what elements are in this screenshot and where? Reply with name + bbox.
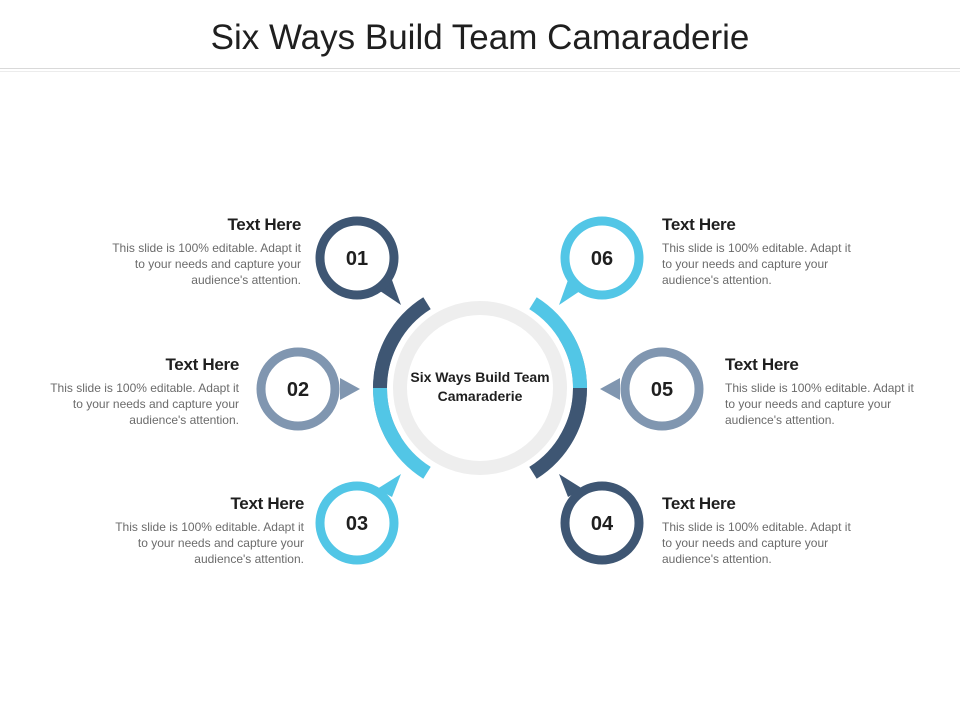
node-ring-02 (256, 347, 340, 431)
title-divider (0, 68, 960, 69)
slide-title: Six Ways Build Team Camaraderie (210, 18, 750, 57)
node-number-06: 06 (591, 248, 613, 270)
item-06-heading: Text Here (662, 215, 736, 234)
item-02-text: Text Here This slide is 100% editable. A… (39, 355, 239, 428)
item-06-body: This slide is 100% editable. Adapt it to… (662, 241, 851, 287)
node-06: 06 (559, 216, 644, 305)
node-02: 02 (256, 347, 360, 431)
item-02-body: This slide is 100% editable. Adapt it to… (50, 381, 239, 427)
node-01: 01 (315, 216, 401, 305)
node-number-05: 05 (651, 379, 673, 401)
node-03: 03 (315, 474, 401, 565)
inner-ring (393, 301, 567, 475)
item-01-heading: Text Here (227, 215, 301, 234)
item-04-heading: Text Here (662, 494, 736, 513)
title-divider-secondary (0, 71, 960, 72)
arc-segment-03 (373, 387, 431, 479)
node-ring-04 (560, 481, 644, 565)
node-number-03: 03 (346, 513, 368, 535)
item-04-body: This slide is 100% editable. Adapt it to… (662, 520, 851, 566)
node-ring-06 (560, 216, 644, 300)
node-ring-05 (620, 347, 704, 431)
node-ring-03 (315, 481, 399, 565)
center-label: Six Ways Build Team Camaraderie (410, 369, 550, 404)
arrow-05 (600, 378, 620, 400)
item-05-text: Text Here This slide is 100% editable. A… (725, 355, 925, 428)
item-03-heading: Text Here (230, 494, 304, 513)
node-number-01: 01 (346, 248, 368, 270)
item-01-body: This slide is 100% editable. Adapt it to… (112, 241, 301, 287)
item-02-heading: Text Here (165, 355, 239, 374)
node-04: 04 (559, 474, 644, 565)
node-number-04: 04 (591, 513, 614, 535)
item-05-heading: Text Here (725, 355, 799, 374)
arc-segment-04 (529, 387, 587, 479)
item-01-text: Text Here This slide is 100% editable. A… (101, 215, 301, 288)
item-04-text: Text Here This slide is 100% editable. A… (662, 494, 862, 567)
arc-segment-01 (373, 297, 431, 389)
item-06-text: Text Here This slide is 100% editable. A… (662, 215, 862, 288)
number-nodes: 01 02 03 04 05 06 (256, 216, 704, 565)
arc-segment-06 (529, 297, 587, 389)
node-05: 05 (600, 347, 704, 431)
node-number-02: 02 (287, 379, 309, 401)
outer-arc-segments (373, 297, 587, 479)
arrow-02 (340, 378, 360, 400)
item-05-body: This slide is 100% editable. Adapt it to… (725, 381, 914, 427)
item-03-text: Text Here This slide is 100% editable. A… (104, 494, 304, 567)
item-03-body: This slide is 100% editable. Adapt it to… (115, 520, 304, 566)
node-ring-01 (315, 216, 399, 300)
